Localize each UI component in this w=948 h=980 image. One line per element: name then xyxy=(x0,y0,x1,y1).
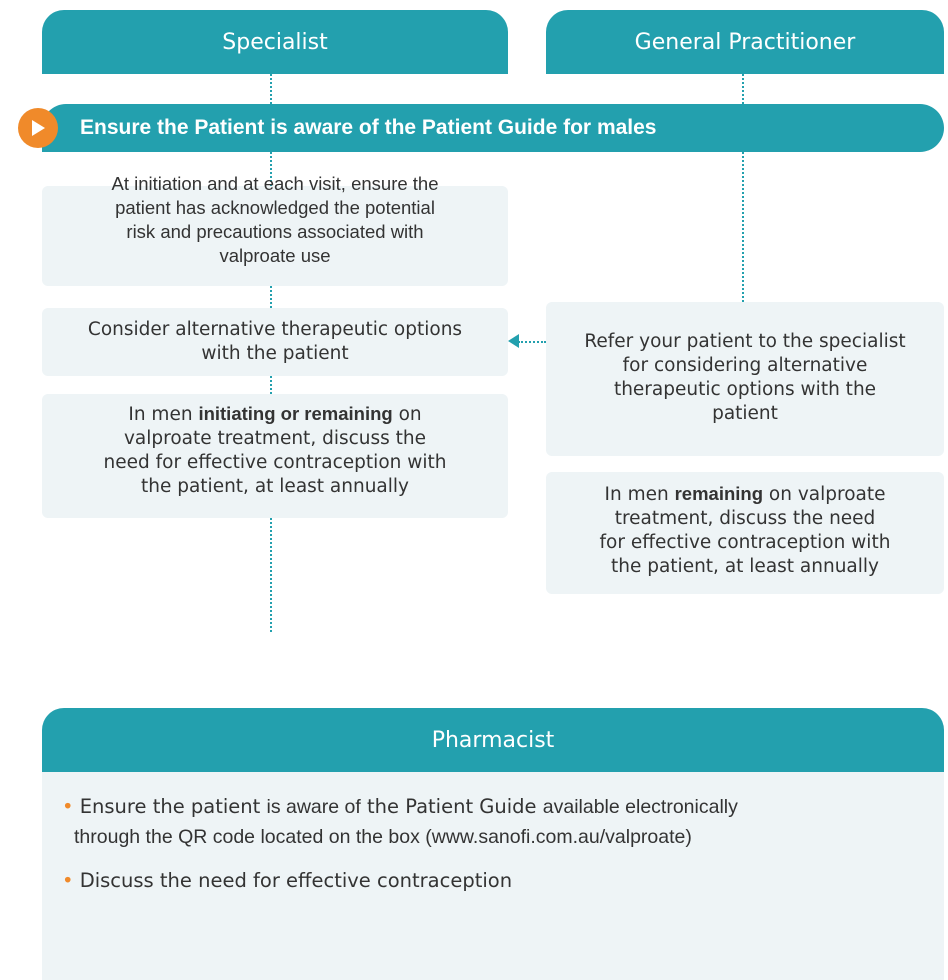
emphasis-text: remaining xyxy=(674,483,764,504)
text-line: valproate use xyxy=(219,245,331,266)
arrow-left-icon xyxy=(508,334,519,348)
patient-guide-banner xyxy=(42,104,944,152)
gp-to-specialist-connector xyxy=(518,341,546,343)
specialist-column-header: Specialist xyxy=(42,10,508,74)
specialist-step-3-text: In men initiating or remaining on valpro… xyxy=(42,402,508,499)
emphasis-text: initiating or remaining xyxy=(198,403,393,424)
gp-step-2-text: In men remaining on valproate treatment,… xyxy=(546,482,944,579)
text-segment: is aware of xyxy=(266,796,361,818)
text-line: • Ensure the patient is aware of the Pat… xyxy=(62,792,932,822)
text-line: valproate treatment, discuss the xyxy=(123,428,427,449)
gp-connector-top xyxy=(742,74,744,104)
bullet-dot-icon: • xyxy=(62,869,74,892)
text-segment: on xyxy=(392,404,422,425)
text-line: treatment, discuss the need xyxy=(614,508,876,529)
text-line: In men initiating or remaining on xyxy=(42,402,508,427)
text-segment: In men xyxy=(604,484,675,505)
specialist-connector-top xyxy=(270,74,272,104)
text-line: need for effective contraception with xyxy=(103,452,447,473)
text-line: risk and precautions associated with xyxy=(126,221,424,242)
pharmacist-title: Pharmacist xyxy=(431,727,555,753)
pharmacist-body xyxy=(42,772,944,980)
gp-step-1 xyxy=(546,302,944,456)
text-line: for considering alternative xyxy=(622,355,868,376)
text-line: for effective contraception with xyxy=(599,532,891,553)
specialist-connector-4 xyxy=(270,518,272,632)
text-segment: the Patient Guide xyxy=(360,795,543,818)
text-segment: In men xyxy=(128,404,199,425)
pharmacist-header: Pharmacist xyxy=(42,708,944,772)
text-line: In men remaining on valproate xyxy=(546,482,944,507)
specialist-step-1-text: At initiation and at each visit, ensure … xyxy=(42,172,508,268)
text-line: the patient, at least annually xyxy=(610,556,879,577)
pharmacist-bullet-1: • Ensure the patient is aware of the Pat… xyxy=(62,792,932,852)
gp-step-2 xyxy=(546,472,944,594)
pharmacist-bullet-2: • Discuss the need for effective contrac… xyxy=(62,866,932,896)
gp-step-1-text: Refer your patient to the specialist for… xyxy=(546,330,944,426)
specialist-step-2 xyxy=(42,308,508,376)
specialist-connector-1 xyxy=(270,152,272,186)
gp-column-header: General Practitioner xyxy=(546,10,944,74)
gp-connector-1 xyxy=(742,152,744,302)
text-segment: Discuss the need for effective contracep… xyxy=(79,869,513,892)
banner-text: Ensure the Patient is aware of the Patie… xyxy=(80,116,657,139)
text-line: Consider alternative therapeutic options xyxy=(87,319,463,340)
specialist-step-3 xyxy=(42,394,508,518)
text-line: the patient, at least annually xyxy=(140,476,409,497)
text-segment: available electronically xyxy=(542,796,738,818)
gp-header-label: General Practitioner xyxy=(634,29,856,55)
play-icon xyxy=(18,108,58,148)
text-segment: Ensure the patient xyxy=(79,795,267,818)
text-line: through the QR code located on the box (… xyxy=(74,826,692,848)
specialist-header-label: Specialist xyxy=(222,29,328,55)
text-line: with the patient xyxy=(201,343,349,364)
text-line: therapeutic options with the xyxy=(613,379,877,400)
specialist-connector-3 xyxy=(270,376,272,394)
specialist-step-2-text: Consider alternative therapeutic options… xyxy=(42,318,508,366)
text-line: patient has acknowledged the potential xyxy=(115,197,435,218)
bullet-dot-icon: • xyxy=(62,795,74,818)
text-line: patient xyxy=(712,403,778,424)
text-segment: on valproate xyxy=(763,484,886,505)
text-line: Refer your patient to the specialist xyxy=(584,331,906,352)
text-line: At initiation and at each visit, ensure … xyxy=(111,173,439,194)
specialist-step-1 xyxy=(42,186,508,286)
specialist-connector-2 xyxy=(270,286,272,308)
